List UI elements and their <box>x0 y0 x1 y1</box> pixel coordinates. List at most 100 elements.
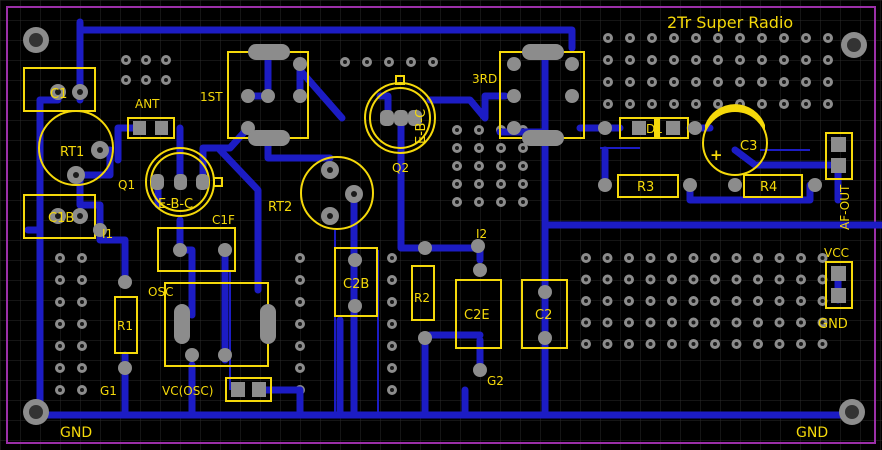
perfboard-hole <box>782 58 786 62</box>
perfboard-hole <box>499 200 503 204</box>
perfboard-hole <box>455 146 459 150</box>
ant-outline <box>127 117 175 139</box>
c3-polarity-band <box>705 104 765 132</box>
label-ant: ANT <box>135 97 160 111</box>
perfboard-hole <box>826 102 830 106</box>
perfboard-hole <box>628 80 632 84</box>
perfboard-hole <box>164 58 168 62</box>
label-r1: R1 <box>117 319 133 333</box>
perfboard-hole <box>628 58 632 62</box>
perfboard-hole <box>455 128 459 132</box>
mounting-holes <box>23 27 867 425</box>
label-osc: OSC <box>148 285 173 299</box>
perfboard-hole <box>58 300 62 304</box>
perfboard-hole <box>691 256 696 260</box>
perfboard-hole <box>455 182 459 186</box>
perfboard-hole <box>80 344 84 348</box>
perfboard-hole <box>738 58 742 62</box>
perfboard-hole <box>499 182 503 186</box>
perfboard-hole <box>826 80 830 84</box>
perfboard-hole <box>670 277 674 282</box>
perfboard-hole <box>650 80 654 84</box>
label-rt2: RT2 <box>268 200 292 215</box>
label-g1: G1 <box>100 384 117 398</box>
q1-tab <box>213 177 223 187</box>
c1f-outline <box>157 227 236 272</box>
perfboard-hole <box>298 344 302 348</box>
perfboard-hole <box>390 344 394 348</box>
label-c1: C1 <box>50 87 67 102</box>
perfboard-hole <box>782 80 786 84</box>
label-g2: G2 <box>487 374 504 388</box>
perfboard-hole <box>820 256 825 260</box>
perfboard-hole <box>670 342 674 346</box>
label-q2-pins: E-B-C <box>414 109 429 144</box>
label-gnd-right-top: GND <box>818 317 848 332</box>
perfboard-hole <box>672 36 676 40</box>
perfboard-hole <box>694 36 698 40</box>
perfboard-hole <box>777 256 782 260</box>
perfboard-hole <box>782 102 786 106</box>
perfboard-hole <box>670 299 674 303</box>
label-q1-pins: E-B-C <box>158 197 193 212</box>
perfboard-hole <box>628 102 632 106</box>
perfboard-hole <box>628 36 632 40</box>
perfboard-hole <box>799 320 803 325</box>
perfboard-hole <box>716 58 720 62</box>
perfboard-hole <box>804 80 808 84</box>
perfboard-hole <box>58 278 62 282</box>
perfboard-hole <box>691 320 696 325</box>
perfboard-hole <box>387 60 391 64</box>
perfboard-hole <box>80 256 84 260</box>
perfboard-hole <box>80 388 84 392</box>
perfboard-hole <box>298 322 302 326</box>
perfboard-hole <box>648 320 653 325</box>
perfboard-hole <box>713 256 717 260</box>
perfboard-hole <box>804 102 808 106</box>
c2b-outline <box>334 247 378 317</box>
vcc-outline <box>825 261 853 309</box>
perfboard-hole <box>756 256 760 260</box>
perfboard-hole <box>804 58 808 62</box>
perfboard-hole <box>58 322 62 326</box>
perfboard-hole <box>820 299 825 303</box>
pad-grid <box>55 33 833 395</box>
label-c2: C2 <box>535 308 552 323</box>
label-3rd: 3RD <box>472 72 497 86</box>
perfboard-hole <box>605 299 610 303</box>
perfboard-hole <box>672 102 676 106</box>
perfboard-hole <box>365 60 369 64</box>
perfboard-hole <box>606 80 610 84</box>
q2-inner <box>369 87 431 149</box>
perfboard-hole <box>777 320 782 325</box>
perfboard-hole <box>58 366 62 370</box>
rt2-outline <box>300 156 374 230</box>
label-i2: I2 <box>476 227 487 241</box>
trace-ant <box>114 124 139 164</box>
perfboard-hole <box>738 80 742 84</box>
perfboard-hole <box>756 277 760 282</box>
perfboard-hole <box>627 320 631 325</box>
perfboard-hole <box>80 278 84 282</box>
perfboard-hole <box>691 342 696 346</box>
perfboard-hole <box>584 299 588 303</box>
perfboard-hole <box>627 256 631 260</box>
perfboard-hole <box>584 320 588 325</box>
mounting-hole-icon <box>845 405 859 419</box>
plus-sign-icon: + <box>710 146 723 164</box>
perfboard-hole <box>584 256 588 260</box>
perfboard-hole <box>648 342 653 346</box>
perfboard-hole <box>124 58 128 62</box>
perfboard-hole <box>734 256 739 260</box>
q2-tab <box>395 75 405 85</box>
perfboard-hole <box>756 342 760 346</box>
perfboard-hole <box>455 200 459 204</box>
perfboard-hole <box>650 58 654 62</box>
label-d1: D1 <box>646 122 663 136</box>
label-c2e: C2E <box>464 308 490 323</box>
perfboard-hole <box>799 299 803 303</box>
label-vc-osc: VC(OSC) <box>162 384 213 398</box>
perfboard-hole <box>584 277 588 282</box>
perfboard-hole <box>521 164 525 168</box>
